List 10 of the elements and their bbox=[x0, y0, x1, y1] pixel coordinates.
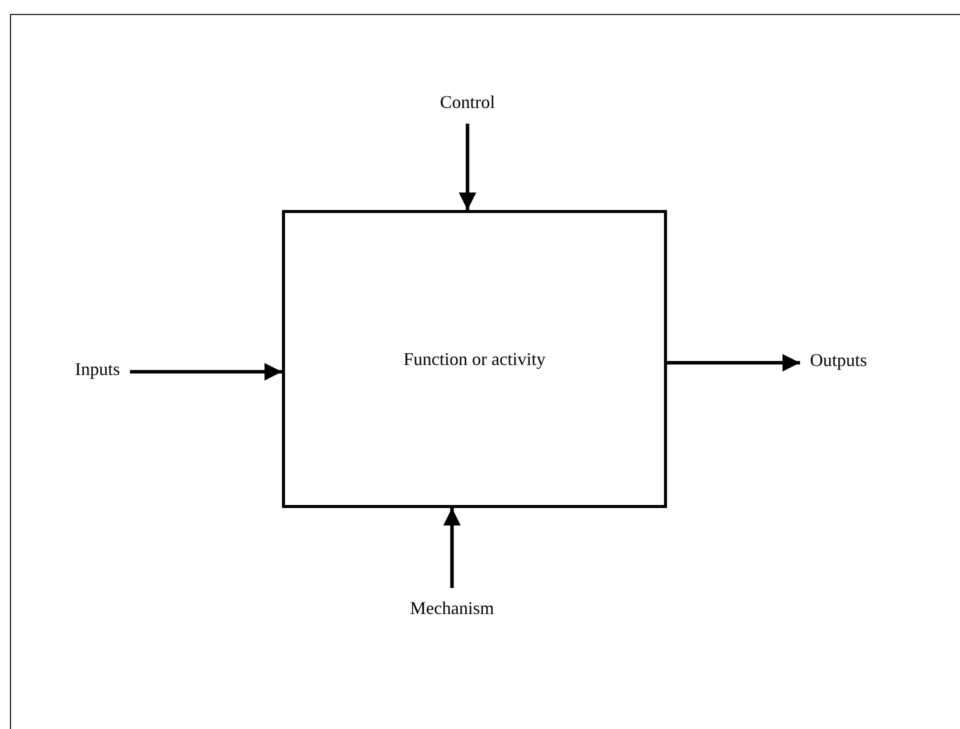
flow-label: Control bbox=[440, 92, 496, 114]
arrow bbox=[458, 124, 476, 210]
flow-label: Inputs bbox=[75, 359, 120, 381]
arrow bbox=[443, 508, 461, 588]
flow-label: Outputs bbox=[810, 350, 868, 372]
function-box bbox=[282, 210, 667, 508]
function-label: Function or activity bbox=[404, 348, 546, 370]
flow-label: Mechanism bbox=[410, 598, 494, 620]
arrow bbox=[130, 363, 282, 381]
arrow bbox=[667, 354, 800, 372]
